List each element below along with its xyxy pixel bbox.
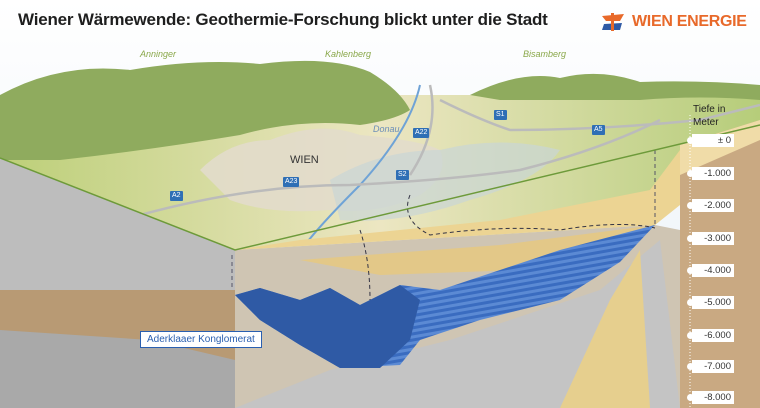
logo-icon	[602, 13, 624, 31]
road-a2: A2	[170, 191, 183, 201]
logo-text: WIEN ENERGIE	[632, 13, 747, 30]
label-donau: Donau	[373, 124, 400, 134]
label-wien: WIEN	[290, 154, 319, 166]
wien-energie-logo: WIEN ENERGIE	[600, 12, 747, 32]
surface-edge	[0, 124, 760, 251]
depth-label: -3.000	[692, 232, 734, 245]
depth-label: -5.000	[692, 296, 734, 309]
label-anninger: Anninger	[140, 49, 177, 59]
depth-label: ± 0	[692, 134, 734, 147]
label-kahlenberg: Kahlenberg	[325, 49, 372, 59]
road-a23: A23	[283, 177, 300, 187]
mountain-anninger-kahlenberg	[0, 60, 410, 161]
road-s1: S1	[494, 110, 507, 120]
road-a5: A5	[592, 125, 605, 135]
road-a22: A22	[413, 128, 430, 138]
depth-label: -8.000	[692, 391, 734, 404]
depth-label: -4.000	[692, 264, 734, 277]
road	[139, 118, 661, 217]
label-bisamberg: Bisamberg	[523, 49, 567, 59]
depth-label: -6.000	[692, 329, 734, 342]
mountain-bisamberg	[470, 73, 760, 100]
depth-label: -7.000	[692, 360, 734, 373]
page-title: Wiener Wärmewende: Geothermie-Forschung …	[18, 10, 548, 29]
formation-label: Aderklaaer Konglomerat	[140, 331, 262, 348]
depth-label: -2.000	[692, 199, 734, 212]
road-s2: S2	[396, 170, 409, 180]
depth-label: -1.000	[692, 167, 734, 180]
layer-sand	[235, 150, 680, 250]
depth-heading: Tiefe in Meter	[693, 104, 726, 128]
